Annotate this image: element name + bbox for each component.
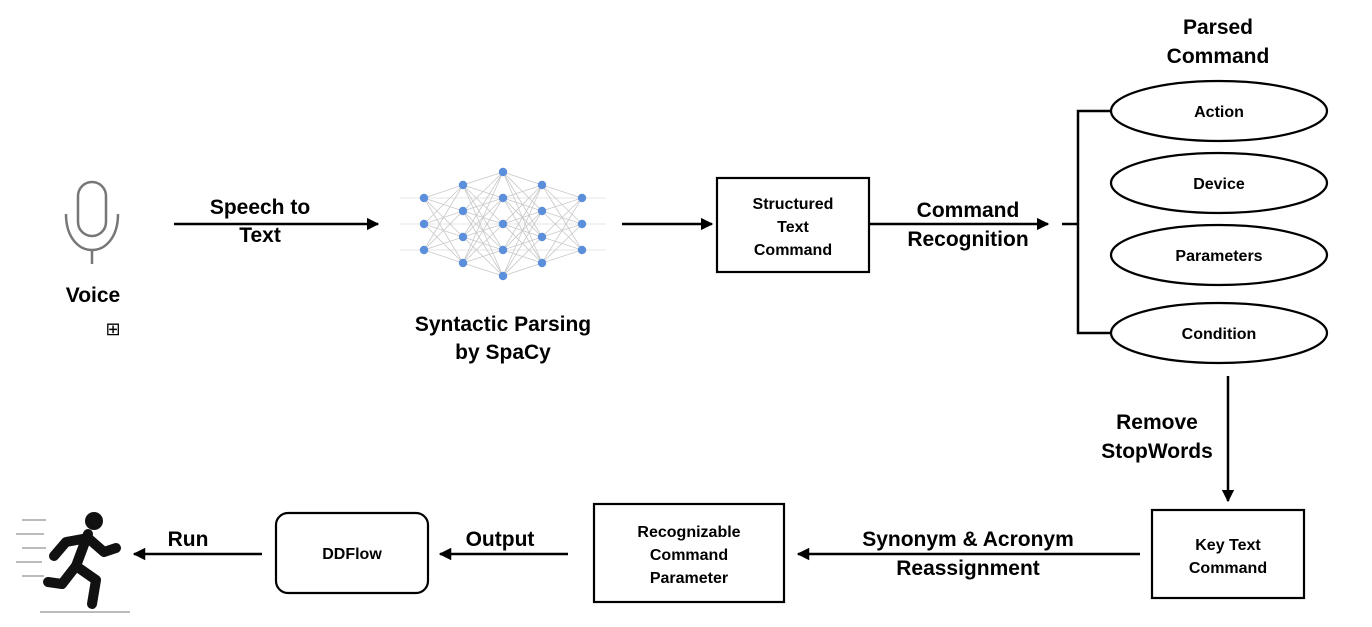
microphone-icon xyxy=(64,180,120,264)
output-label: Output xyxy=(466,528,535,551)
nn-node xyxy=(537,232,547,242)
nn-edge xyxy=(541,249,583,264)
nn-node xyxy=(498,167,508,177)
spacy-label-line2: by SpaCy xyxy=(455,341,551,364)
nn-edge xyxy=(423,210,464,251)
nn-node xyxy=(419,219,429,229)
nn-edge xyxy=(423,184,464,225)
nn-edge xyxy=(502,184,543,199)
voice-label: Voice xyxy=(66,284,120,307)
recognizable-line2: Command xyxy=(650,547,728,564)
neural-network-icon xyxy=(400,167,606,281)
nn-edge xyxy=(502,184,543,251)
key-text-command-box xyxy=(1150,508,1306,600)
structured-text-line2: Text xyxy=(777,219,809,236)
nn-edge xyxy=(423,249,464,264)
nn-edge xyxy=(541,197,583,212)
spacy-label-line1: Syntactic Parsing xyxy=(415,313,591,336)
nn-edge xyxy=(423,184,464,199)
command-recognition-line1: Command xyxy=(917,199,1020,222)
recognizable-line1: Recognizable xyxy=(637,524,740,541)
speech-to-text-label-line2: Text xyxy=(239,224,281,247)
nn-edge xyxy=(423,236,464,251)
nn-node xyxy=(577,193,587,203)
synonym-line2: Reassignment xyxy=(896,557,1040,580)
ddflow-box xyxy=(274,511,430,595)
parsed-item-parameters-label: Parameters xyxy=(1175,248,1262,265)
nn-edge xyxy=(502,184,543,277)
nn-node xyxy=(458,180,468,190)
boxed-plus-icon: ⊞ xyxy=(105,319,120,340)
nn-node xyxy=(577,245,587,255)
nn-node xyxy=(498,245,508,255)
nn-edge xyxy=(502,210,543,277)
nn-edge xyxy=(462,249,504,264)
nn-edge xyxy=(462,223,504,264)
parsed-command-bracket xyxy=(1062,109,1112,335)
parsed-command-title-line2: Command xyxy=(1167,45,1270,68)
running-person-icon xyxy=(16,512,130,613)
nn-node xyxy=(537,180,547,190)
nn-edge xyxy=(541,223,583,264)
remove-stopwords-line1: Remove xyxy=(1116,411,1198,434)
parsed-item-device-label: Device xyxy=(1193,176,1245,193)
nn-edge xyxy=(541,184,583,199)
parsed-item-condition xyxy=(1109,301,1329,365)
parsed-item-condition-label: Condition xyxy=(1182,326,1257,343)
key-text-line2: Command xyxy=(1189,560,1267,577)
nn-edge xyxy=(502,262,543,277)
nn-node xyxy=(458,258,468,268)
nn-edge xyxy=(423,184,464,251)
nn-edge xyxy=(462,171,504,238)
structured-text-line3: Command xyxy=(754,242,832,259)
nn-edge xyxy=(462,262,504,277)
nn-node xyxy=(419,193,429,203)
nn-edge xyxy=(462,197,504,264)
nn-node xyxy=(498,271,508,281)
nn-edge xyxy=(502,184,543,225)
nn-edge xyxy=(502,236,543,277)
parsed-item-action-label: Action xyxy=(1194,104,1244,121)
structured-text-command-box xyxy=(715,176,871,274)
nn-edge xyxy=(541,197,583,264)
recognizable-line3: Parameter xyxy=(650,570,728,587)
recognizable-command-parameter-box xyxy=(592,502,786,604)
ddflow-label: DDFlow xyxy=(322,546,382,563)
nn-edge xyxy=(462,171,504,212)
nn-edge xyxy=(462,171,504,186)
speech-to-text-label-line1: Speech to xyxy=(210,196,310,219)
parsed-command-title-line1: Parsed xyxy=(1183,16,1253,39)
remove-stopwords-line2: StopWords xyxy=(1101,440,1213,463)
structured-text-line1: Structured xyxy=(753,196,834,213)
nn-node xyxy=(419,245,429,255)
nn-edge xyxy=(462,171,504,264)
nn-edge xyxy=(541,197,583,238)
parsed-item-action xyxy=(1109,79,1329,143)
nn-node xyxy=(537,258,547,268)
nn-node xyxy=(458,232,468,242)
synonym-line1: Synonym & Acronym xyxy=(862,528,1074,551)
parsed-item-parameters xyxy=(1109,223,1329,287)
command-recognition-line2: Recognition xyxy=(907,228,1028,251)
key-text-line1: Key Text xyxy=(1195,537,1261,554)
nn-node xyxy=(498,219,508,229)
nn-node xyxy=(537,206,547,216)
run-label: Run xyxy=(168,528,209,551)
nn-node xyxy=(458,206,468,216)
nn-node xyxy=(577,219,587,229)
nn-node xyxy=(498,193,508,203)
nn-edge xyxy=(502,171,543,186)
parsed-item-device xyxy=(1109,151,1329,215)
